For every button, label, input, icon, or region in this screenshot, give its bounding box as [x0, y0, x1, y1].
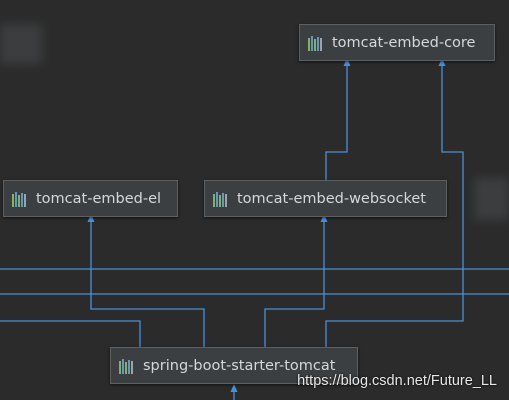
- node-tomcat-embed-el[interactable]: tomcat-embed-el: [3, 180, 178, 217]
- node-label: spring-boot-starter-tomcat: [143, 357, 336, 374]
- arrowhead: [320, 214, 328, 222]
- arrowhead: [343, 58, 351, 66]
- edge-offscreen-left: [0, 320, 141, 347]
- node-tomcat-embed-core[interactable]: tomcat-embed-core: [299, 24, 495, 61]
- edge-websocket-to-core: [325, 64, 348, 180]
- blurred-node-fragment: [474, 178, 509, 220]
- node-label: tomcat-embed-core: [332, 34, 476, 51]
- edge-starter-to-el: [90, 220, 205, 347]
- blurred-node-fragment: [0, 24, 42, 64]
- node-spring-boot-starter-tomcat[interactable]: spring-boot-starter-tomcat: [110, 347, 358, 384]
- node-label: tomcat-embed-websocket: [237, 190, 426, 207]
- edge-starter-to-websocket: [264, 220, 325, 347]
- arrowhead: [438, 58, 446, 66]
- maven-library-icon: [213, 191, 231, 207]
- edge-starter-to-core: [325, 64, 464, 347]
- node-tomcat-embed-websocket[interactable]: tomcat-embed-websocket: [204, 180, 447, 217]
- maven-library-icon: [308, 35, 326, 51]
- arrowhead: [230, 384, 238, 392]
- maven-library-icon: [12, 191, 30, 207]
- arrowhead: [87, 214, 95, 222]
- maven-library-icon: [119, 358, 137, 374]
- watermark-text: https://blog.csdn.net/Future_LL: [297, 373, 497, 389]
- node-label: tomcat-embed-el: [36, 190, 162, 207]
